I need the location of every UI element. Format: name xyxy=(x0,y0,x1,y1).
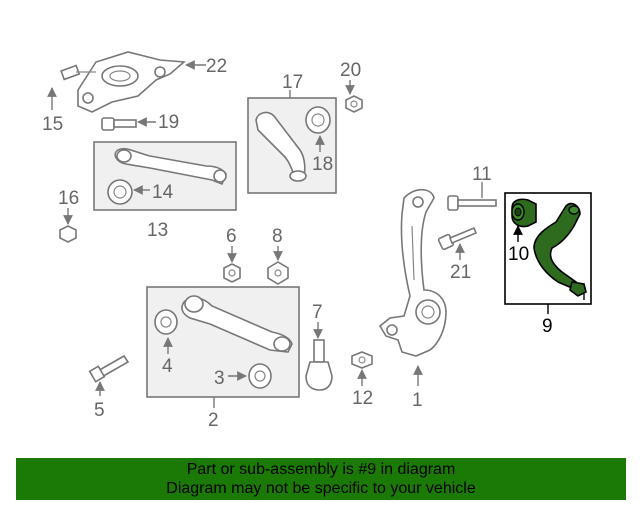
label-22: 22 xyxy=(206,56,227,77)
part-17-arm-box[interactable]: 17 18 xyxy=(247,72,337,194)
label-19: 19 xyxy=(158,112,179,133)
label-11: 11 xyxy=(472,164,492,185)
label-21: 21 xyxy=(450,262,471,283)
label-17: 17 xyxy=(282,72,303,93)
part-20-nut[interactable]: 20 xyxy=(340,60,363,113)
label-7: 7 xyxy=(312,302,323,323)
label-10: 10 xyxy=(508,244,529,265)
label-9: 9 xyxy=(542,316,553,337)
part-8-nut[interactable]: 8 xyxy=(267,226,289,285)
label-3: 3 xyxy=(214,368,225,389)
label-15: 15 xyxy=(42,114,63,135)
notice-banner: Part or sub-assembly is #9 in diagram Di… xyxy=(16,458,626,500)
part-11-bolt[interactable]: 11 xyxy=(447,164,497,211)
part-19-bolt[interactable]: 19 xyxy=(101,112,179,133)
part-21-bolt[interactable]: 21 xyxy=(437,226,478,283)
label-13: 13 xyxy=(147,220,168,241)
part-13-control-arm-box[interactable]: 14 13 xyxy=(93,141,237,241)
label-6: 6 xyxy=(226,226,237,247)
label-12: 12 xyxy=(352,388,373,409)
banner-line-2: Diagram may not be specific to your vehi… xyxy=(166,480,476,497)
label-4: 4 xyxy=(162,356,173,377)
banner-line-1: Part or sub-assembly is #9 in diagram xyxy=(186,461,456,478)
part-12-nut[interactable]: 12 xyxy=(351,351,373,409)
label-8: 8 xyxy=(272,226,283,247)
part-5-bolt[interactable]: 5 xyxy=(88,354,130,421)
part-6-nut[interactable]: 6 xyxy=(223,226,241,283)
part-7-ball-joint[interactable]: 7 xyxy=(305,302,333,391)
label-2: 2 xyxy=(208,410,219,431)
part-1-steering-knuckle[interactable]: 1 xyxy=(378,188,447,411)
label-5: 5 xyxy=(94,400,105,421)
label-1: 1 xyxy=(412,390,423,411)
label-16: 16 xyxy=(58,188,79,209)
part-16-nut[interactable]: 16 xyxy=(58,188,79,243)
label-14: 14 xyxy=(152,182,174,203)
part-22-mount-bracket[interactable]: 22 xyxy=(77,51,227,113)
label-18: 18 xyxy=(312,154,333,175)
part-2-lower-arm-box[interactable]: 4 3 2 xyxy=(146,286,300,431)
part-9-control-arm-assembly[interactable]: 10 9 xyxy=(504,192,592,337)
label-20: 20 xyxy=(340,60,361,81)
part-15-bolt[interactable]: 15 xyxy=(42,64,96,135)
